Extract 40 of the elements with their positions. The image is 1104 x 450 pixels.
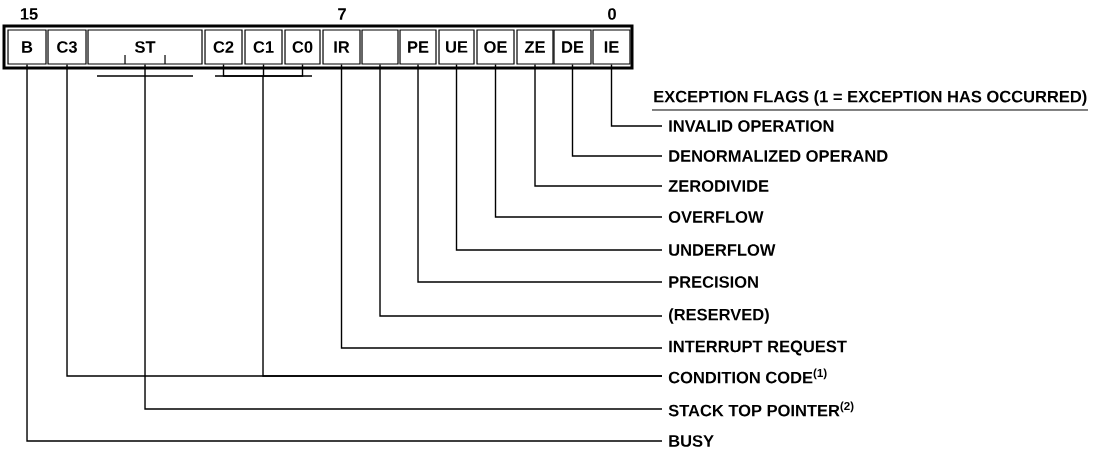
field-description: UNDERFLOW [669,244,776,256]
leader-line [379,63,663,317]
bit-field-cell [361,29,399,65]
bit-field-cell: C0 [284,29,321,65]
leader-line [222,63,663,377]
leader-line [417,63,663,283]
bit-number: 15 [20,8,38,20]
bit-field-cell: B [7,29,47,65]
leader-line [571,63,663,157]
bit-field-cell: ST [87,29,203,65]
bit-field-cell: OE [476,29,515,65]
leader-line [534,63,663,187]
bit-number: 0 [608,8,616,20]
heading: EXCEPTION FLAGS (1 = EXCEPTION HAS OCCURRED) [654,90,1087,106]
bit-field-cell: PE [399,29,437,65]
field-description: BUSY [669,435,714,447]
field-description: STACK TOP POINTER$^{(2)}$ [668,401,854,417]
field-description: INTERRUPT REQUEST [669,340,847,356]
bit-field-cell: C3 [47,29,87,65]
bit-field-cell: UE [438,29,475,65]
leader-line [26,63,663,442]
field-description: PRECISION [669,276,758,288]
leader-line [144,63,663,410]
leader-line [340,63,663,349]
field-description: INVALID OPERATION [669,120,834,132]
bit-field-cell: ZE [516,29,554,65]
bit-field-cell: C1 [244,29,283,65]
field-description: (RESERVED) [669,308,769,324]
leader-line [610,63,663,127]
bit-number: 7 [338,8,346,20]
bit-field-cell: DE [553,29,592,65]
bit-field-cell: IE [592,29,631,65]
bit-field-cell: IR [322,29,361,65]
leader-line [494,63,663,218]
bit-field-cell: C2 [204,29,243,65]
field-description: ZERODIVIDE [668,180,769,192]
field-description: DENORMALIZED OPERAND [669,150,888,162]
leader-line [455,63,663,251]
field-description: CONDITION CODE$^{(1)}$ [668,368,827,384]
field-description: OVERFLOW [668,211,764,223]
